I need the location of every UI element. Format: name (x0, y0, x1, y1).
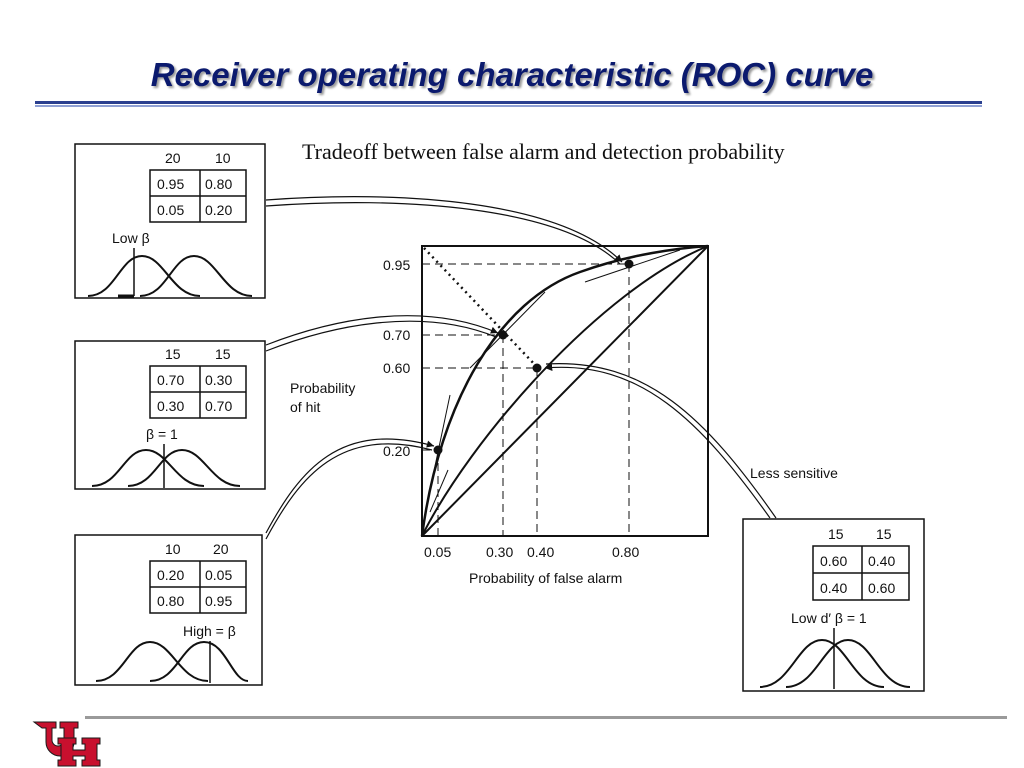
connector-arrows (265, 196, 777, 540)
table-cell: 0.60 (868, 580, 895, 596)
table-cell: 0.40 (868, 553, 895, 569)
table-cell: 0.95 (205, 593, 232, 609)
roc-curve-less-sensitive (421, 245, 709, 537)
table-cell: 0.70 (205, 398, 232, 414)
col-header: 10 (215, 150, 231, 166)
distribution-noise (87, 254, 201, 297)
distribution-noise (91, 448, 205, 487)
y-tick-095: 0.95 (383, 257, 410, 273)
criterion-label: Low d′ β = 1 (791, 610, 867, 626)
point-070 (498, 330, 508, 340)
x-axis-label: Probability of false alarm (469, 570, 622, 586)
box-high-beta: 10 20 0.20 0.05 0.80 0.95 High = β (74, 534, 263, 686)
distribution-signal (149, 640, 249, 682)
point-060 (532, 363, 542, 373)
less-sensitive-label: Less sensitive (750, 465, 838, 481)
criterion-label: β = 1 (146, 426, 178, 442)
table-cell: 0.60 (820, 553, 847, 569)
table-cell: 0.80 (205, 176, 232, 192)
col-header: 15 (215, 346, 231, 362)
table-cell: 0.20 (205, 202, 232, 218)
y-tick-060: 0.60 (383, 360, 410, 376)
x-tick-030: 0.30 (486, 544, 513, 560)
col-header: 20 (165, 150, 181, 166)
criterion-label: Low β (112, 230, 150, 246)
table-cell: 0.05 (205, 567, 232, 583)
table-cell: 0.30 (205, 372, 232, 388)
table-cell: 0.80 (157, 593, 184, 609)
slide-title: Receiver operating characteristic (ROC) … (150, 56, 874, 93)
y-tick-070: 0.70 (383, 327, 410, 343)
distribution-signal (127, 448, 241, 487)
chance-line (421, 245, 709, 537)
box-low-beta: 20 10 0.95 0.80 0.05 0.20 Low β (74, 143, 266, 299)
x-tick-005: 0.05 (424, 544, 451, 560)
point-095 (624, 259, 634, 269)
slide-subtitle: Tradeoff between false alarm and detecti… (302, 139, 785, 164)
tangent-lines (429, 249, 681, 513)
col-header: 15 (876, 526, 892, 542)
point-020 (433, 445, 443, 455)
col-header: 15 (828, 526, 844, 542)
title-rule (35, 101, 982, 107)
box-beta-one: 15 15 0.70 0.30 0.30 0.70 β = 1 (74, 340, 266, 490)
table-cell: 0.40 (820, 580, 847, 596)
distribution-noise (95, 640, 209, 682)
col-header: 20 (213, 541, 229, 557)
distribution-signal (139, 254, 253, 297)
y-tick-020: 0.20 (383, 443, 410, 459)
table-cell: 0.70 (157, 372, 184, 388)
table-cell: 0.05 (157, 202, 184, 218)
x-tick-080: 0.80 (612, 544, 639, 560)
col-header: 15 (165, 346, 181, 362)
roc-curve-sensitive (420, 244, 709, 537)
roc-plot: 0.95 0.70 0.60 0.20 0.05 0.30 0.40 0.80 … (290, 244, 838, 586)
col-header: 10 (165, 541, 181, 557)
criterion-label: High = β (183, 623, 236, 639)
table-cell: 0.95 (157, 176, 184, 192)
uh-logo (32, 721, 101, 767)
table-cell: 0.20 (157, 567, 184, 583)
box-low-dprime: 15 15 0.60 0.40 0.40 0.60 Low d′ β = 1 (742, 518, 925, 692)
distribution-signal (785, 638, 911, 688)
table-cell: 0.30 (157, 398, 184, 414)
y-axis-label-line1: Probability (290, 380, 355, 396)
footer-rule (85, 716, 1007, 719)
x-tick-040: 0.40 (527, 544, 554, 560)
distribution-noise (759, 638, 885, 688)
y-axis-label-line2: of hit (290, 399, 320, 415)
